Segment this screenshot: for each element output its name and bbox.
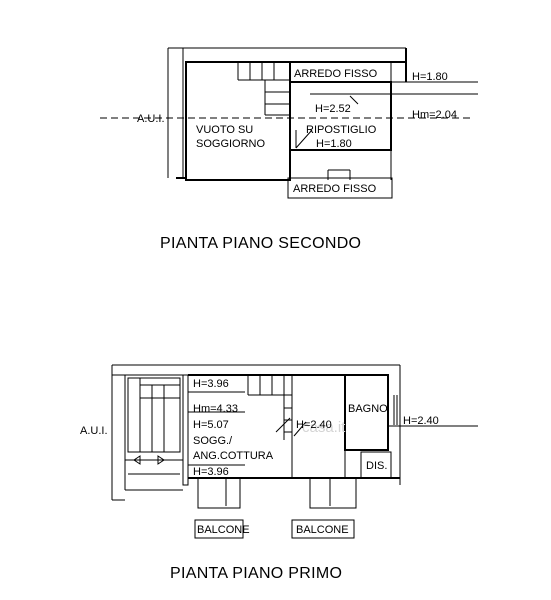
arredo-fisso-top-label: ARREDO FISSO — [294, 68, 378, 80]
height-top-label: H=3.96 — [193, 378, 229, 390]
aui-label-first: A.U.I. — [80, 425, 108, 437]
arredo-fisso-bottom-label: ARREDO FISSO — [293, 183, 377, 195]
void-label-line2: SOGGIORNO — [196, 138, 266, 150]
first-floor-title: PIANTA PIANO PRIMO — [170, 565, 342, 582]
living-room-label-line1: SOGG./ — [193, 435, 233, 447]
ridge-height-label: H=2.52 — [315, 103, 351, 115]
mean-height-label: Hm=4.33 — [193, 403, 238, 415]
balcony-left-label: BALCONE — [197, 524, 250, 536]
void-label-line1: VUOTO SU — [196, 124, 253, 136]
second-floor-plan — [100, 47, 478, 199]
height-bottom-label: H=3.96 — [193, 466, 229, 478]
aui-label-second: A.U.I. — [137, 113, 165, 125]
first-floor-plan — [111, 364, 478, 539]
storage-name-label: RIPOSTIGLIO — [306, 124, 377, 136]
watermark: casa.it — [302, 419, 346, 436]
balcony-right-label: BALCONE — [296, 524, 349, 536]
second-floor-labels: A.U.I. VUOTO SU SOGGIORNO ARREDO FISSO A… — [137, 68, 457, 252]
height-mid-label: H=5.07 — [193, 419, 229, 431]
bathroom-height-label: H=2.40 — [403, 415, 439, 427]
bathroom-label: BAGNO — [348, 403, 388, 415]
right-mean-height-label: Hm=2.04 — [412, 109, 457, 121]
right-height-label: H=1.80 — [412, 71, 448, 83]
closet-label: DIS. — [366, 460, 387, 472]
storage-height-label: H=1.80 — [316, 138, 352, 150]
living-room-label-line2: ANG.COTTURA — [193, 450, 274, 462]
first-floor-labels: A.U.I. H=3.96 Hm=4.33 H=5.07 SOGG./ ANG.… — [80, 378, 439, 582]
height-center-label: H=2.40 — [296, 419, 332, 431]
second-floor-title: PIANTA PIANO SECONDO — [160, 235, 361, 252]
